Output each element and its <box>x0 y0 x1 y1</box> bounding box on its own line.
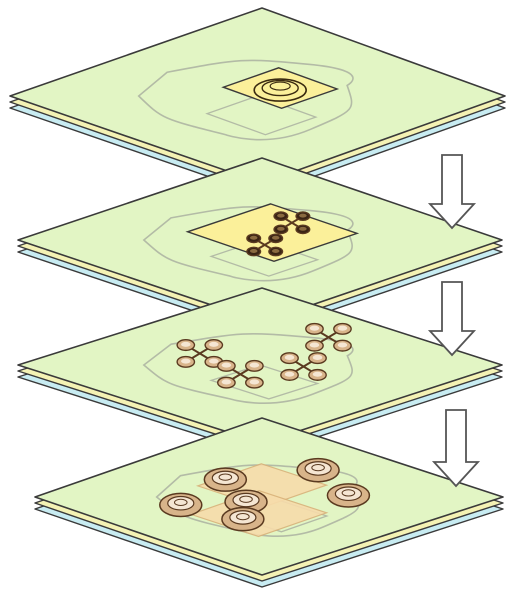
cluster-cell-center <box>277 227 284 231</box>
cluster-cell-center <box>277 214 284 218</box>
cluster-cell-center <box>299 214 306 218</box>
cluster-cell-center <box>285 355 295 360</box>
cell-ring-core <box>270 82 290 90</box>
cluster-cell-center <box>313 372 323 377</box>
cluster-cell-center <box>338 342 348 347</box>
cell-ring-inner <box>168 497 194 510</box>
cluster-cell-center <box>285 372 295 377</box>
cell-ring-inner <box>212 471 238 484</box>
cluster-cell-center <box>338 326 348 331</box>
cluster-cell-center <box>299 227 306 231</box>
cluster-cell-center <box>272 236 279 240</box>
cluster-cell-center <box>209 342 219 347</box>
cell-ring-inner <box>233 493 259 506</box>
cell-ring-inner <box>305 462 331 475</box>
cluster-cell-center <box>250 379 260 384</box>
cluster-cell-center <box>310 326 320 331</box>
cluster-cell-center <box>222 379 232 384</box>
cluster-cell-center <box>250 363 260 368</box>
cluster-cell-center <box>272 249 279 253</box>
cluster-cell-center <box>250 249 257 253</box>
cluster-cell-center <box>209 359 219 364</box>
down-arrow-icon <box>434 410 478 486</box>
cluster-cell-center <box>250 236 257 240</box>
layer-4 <box>35 418 503 587</box>
cluster-cell-center <box>313 355 323 360</box>
cell-ring-inner <box>335 487 361 500</box>
cluster-cell-center <box>222 363 232 368</box>
cluster-cell-center <box>181 342 191 347</box>
cluster-cell-center <box>310 342 320 347</box>
cell-ring-inner <box>230 511 256 524</box>
cluster-cell-center <box>181 359 191 364</box>
